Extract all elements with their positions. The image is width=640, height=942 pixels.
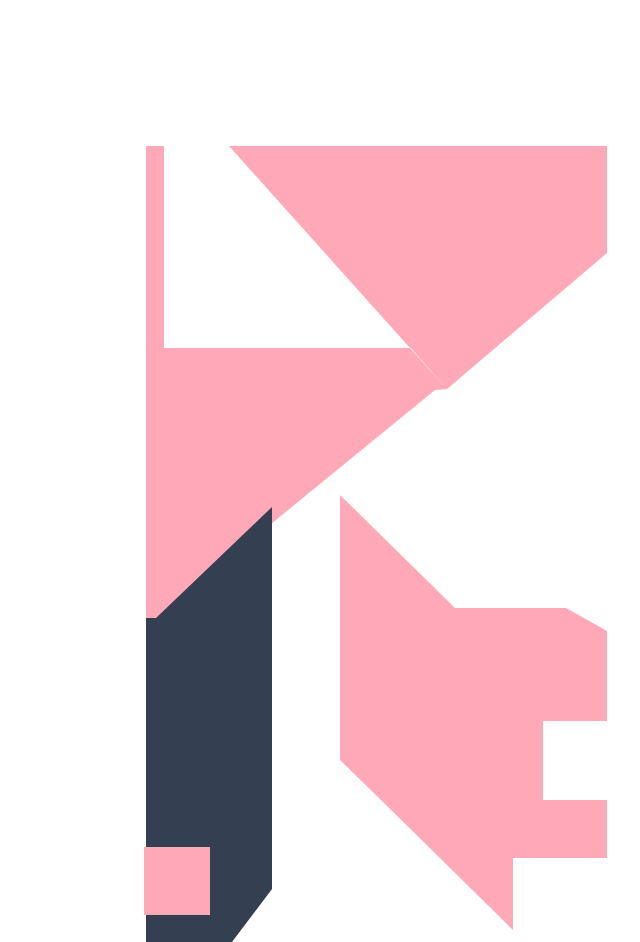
navy-column-shape [146,507,272,942]
mid-diagonal-blade-shape [146,348,447,618]
pink-inset-square-shape [144,847,210,915]
shape-group [144,146,607,942]
lower-right-mass-shape [340,495,607,930]
upper-right-wedge-shape [229,146,607,389]
left-vertical-stem-shape [146,146,164,348]
